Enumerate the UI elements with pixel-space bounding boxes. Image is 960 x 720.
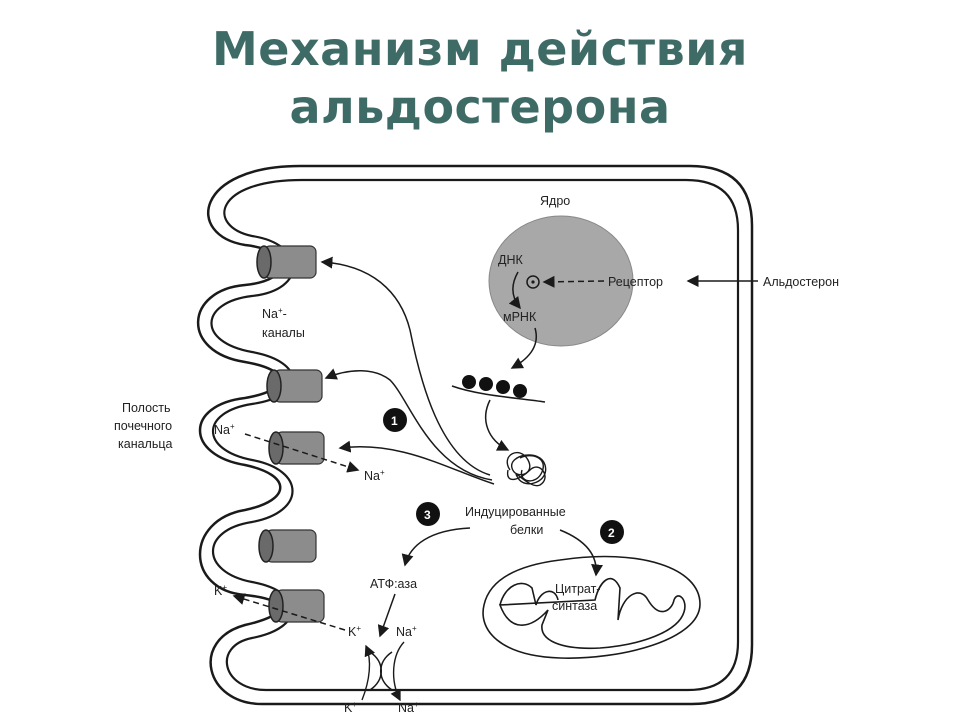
pathway-marker-3 xyxy=(416,502,440,526)
transcription-arrow xyxy=(508,271,521,310)
ribosome-icon xyxy=(496,380,510,394)
atpase-to-pump-arrow xyxy=(377,593,396,638)
pathway-marker-2-label: 2 xyxy=(608,526,615,540)
dna-receptor-complex-icon xyxy=(526,275,540,289)
nucleus-label: Ядро xyxy=(540,194,570,208)
na-lumen-label: Na+ xyxy=(214,422,235,437)
aldosterone-label: Альдостерон xyxy=(763,275,839,289)
na-channel-4 xyxy=(258,529,317,563)
receptor-label: Рецептор xyxy=(608,275,663,289)
k-cell-label: K+ xyxy=(348,624,361,639)
na-channels-label-line-2: каналы xyxy=(262,326,305,340)
lumen-label-line-1: Полость xyxy=(122,401,171,415)
ribosome-icon xyxy=(513,384,527,398)
lumen-label-line-3: канальца xyxy=(118,437,173,451)
insertion-arrow-middle xyxy=(324,368,493,481)
ribosome-icon xyxy=(479,377,493,391)
induced-protein-icon xyxy=(506,451,547,487)
insertion-arrow-top xyxy=(320,256,491,476)
induced-proteins-label-line-1: Индуцированные xyxy=(465,505,566,519)
na-channel-5 xyxy=(268,589,325,623)
citrate-synthase-arrow xyxy=(559,529,604,577)
pathway-marker-2 xyxy=(600,520,624,544)
na-pump-outside-label: Na+ xyxy=(398,700,419,715)
na-channel-3 xyxy=(268,431,325,465)
dna-receptor-dot-icon xyxy=(531,280,535,284)
k-lumen-label: K+ xyxy=(214,583,227,598)
cell-membrane-inner xyxy=(210,178,740,692)
mrna-to-ribosome-arrow xyxy=(510,327,537,369)
atpase-activation-arrow xyxy=(401,527,471,567)
na-pump-out-arrow xyxy=(390,641,405,702)
receptor-to-dna-arrow xyxy=(542,275,605,288)
citrate-synthase-label-line-2: синтаза xyxy=(552,599,597,613)
na-pump-inside-label: Na+ xyxy=(396,624,417,639)
ribosome-icon xyxy=(462,375,476,389)
na-cell-label: Na+ xyxy=(364,468,385,483)
title-line-1: Механизм действия xyxy=(212,22,748,76)
mitochondrion xyxy=(482,555,701,659)
insertion-arrow-lower xyxy=(338,440,495,485)
na-k-pump-icon xyxy=(369,651,393,691)
pathway-marker-1 xyxy=(383,408,407,432)
pathway-marker-3-label: 3 xyxy=(424,508,431,522)
lumen-label-line-2: почечного xyxy=(114,419,172,433)
na-channels-label-line-1: Na+- xyxy=(262,306,287,321)
mrna-label: мРНК xyxy=(503,310,537,324)
translation-arrow xyxy=(485,399,510,451)
citrate-synthase-label-line-1: Цитрат- xyxy=(555,582,600,596)
k-pump-in-arrow xyxy=(361,644,376,701)
ribosome-strand xyxy=(451,385,546,403)
k-pump-label: K+ xyxy=(344,700,357,715)
atpase-label: АТФ:аза xyxy=(370,577,417,591)
na-channel-2 xyxy=(266,369,323,403)
na-channel-1 xyxy=(256,245,317,279)
pathway-marker-1-label: 1 xyxy=(391,414,398,428)
dna-label: ДНК xyxy=(498,253,523,267)
title-line-2: альдостерона xyxy=(289,80,671,134)
induced-proteins-label-line-2: белки xyxy=(510,523,543,537)
